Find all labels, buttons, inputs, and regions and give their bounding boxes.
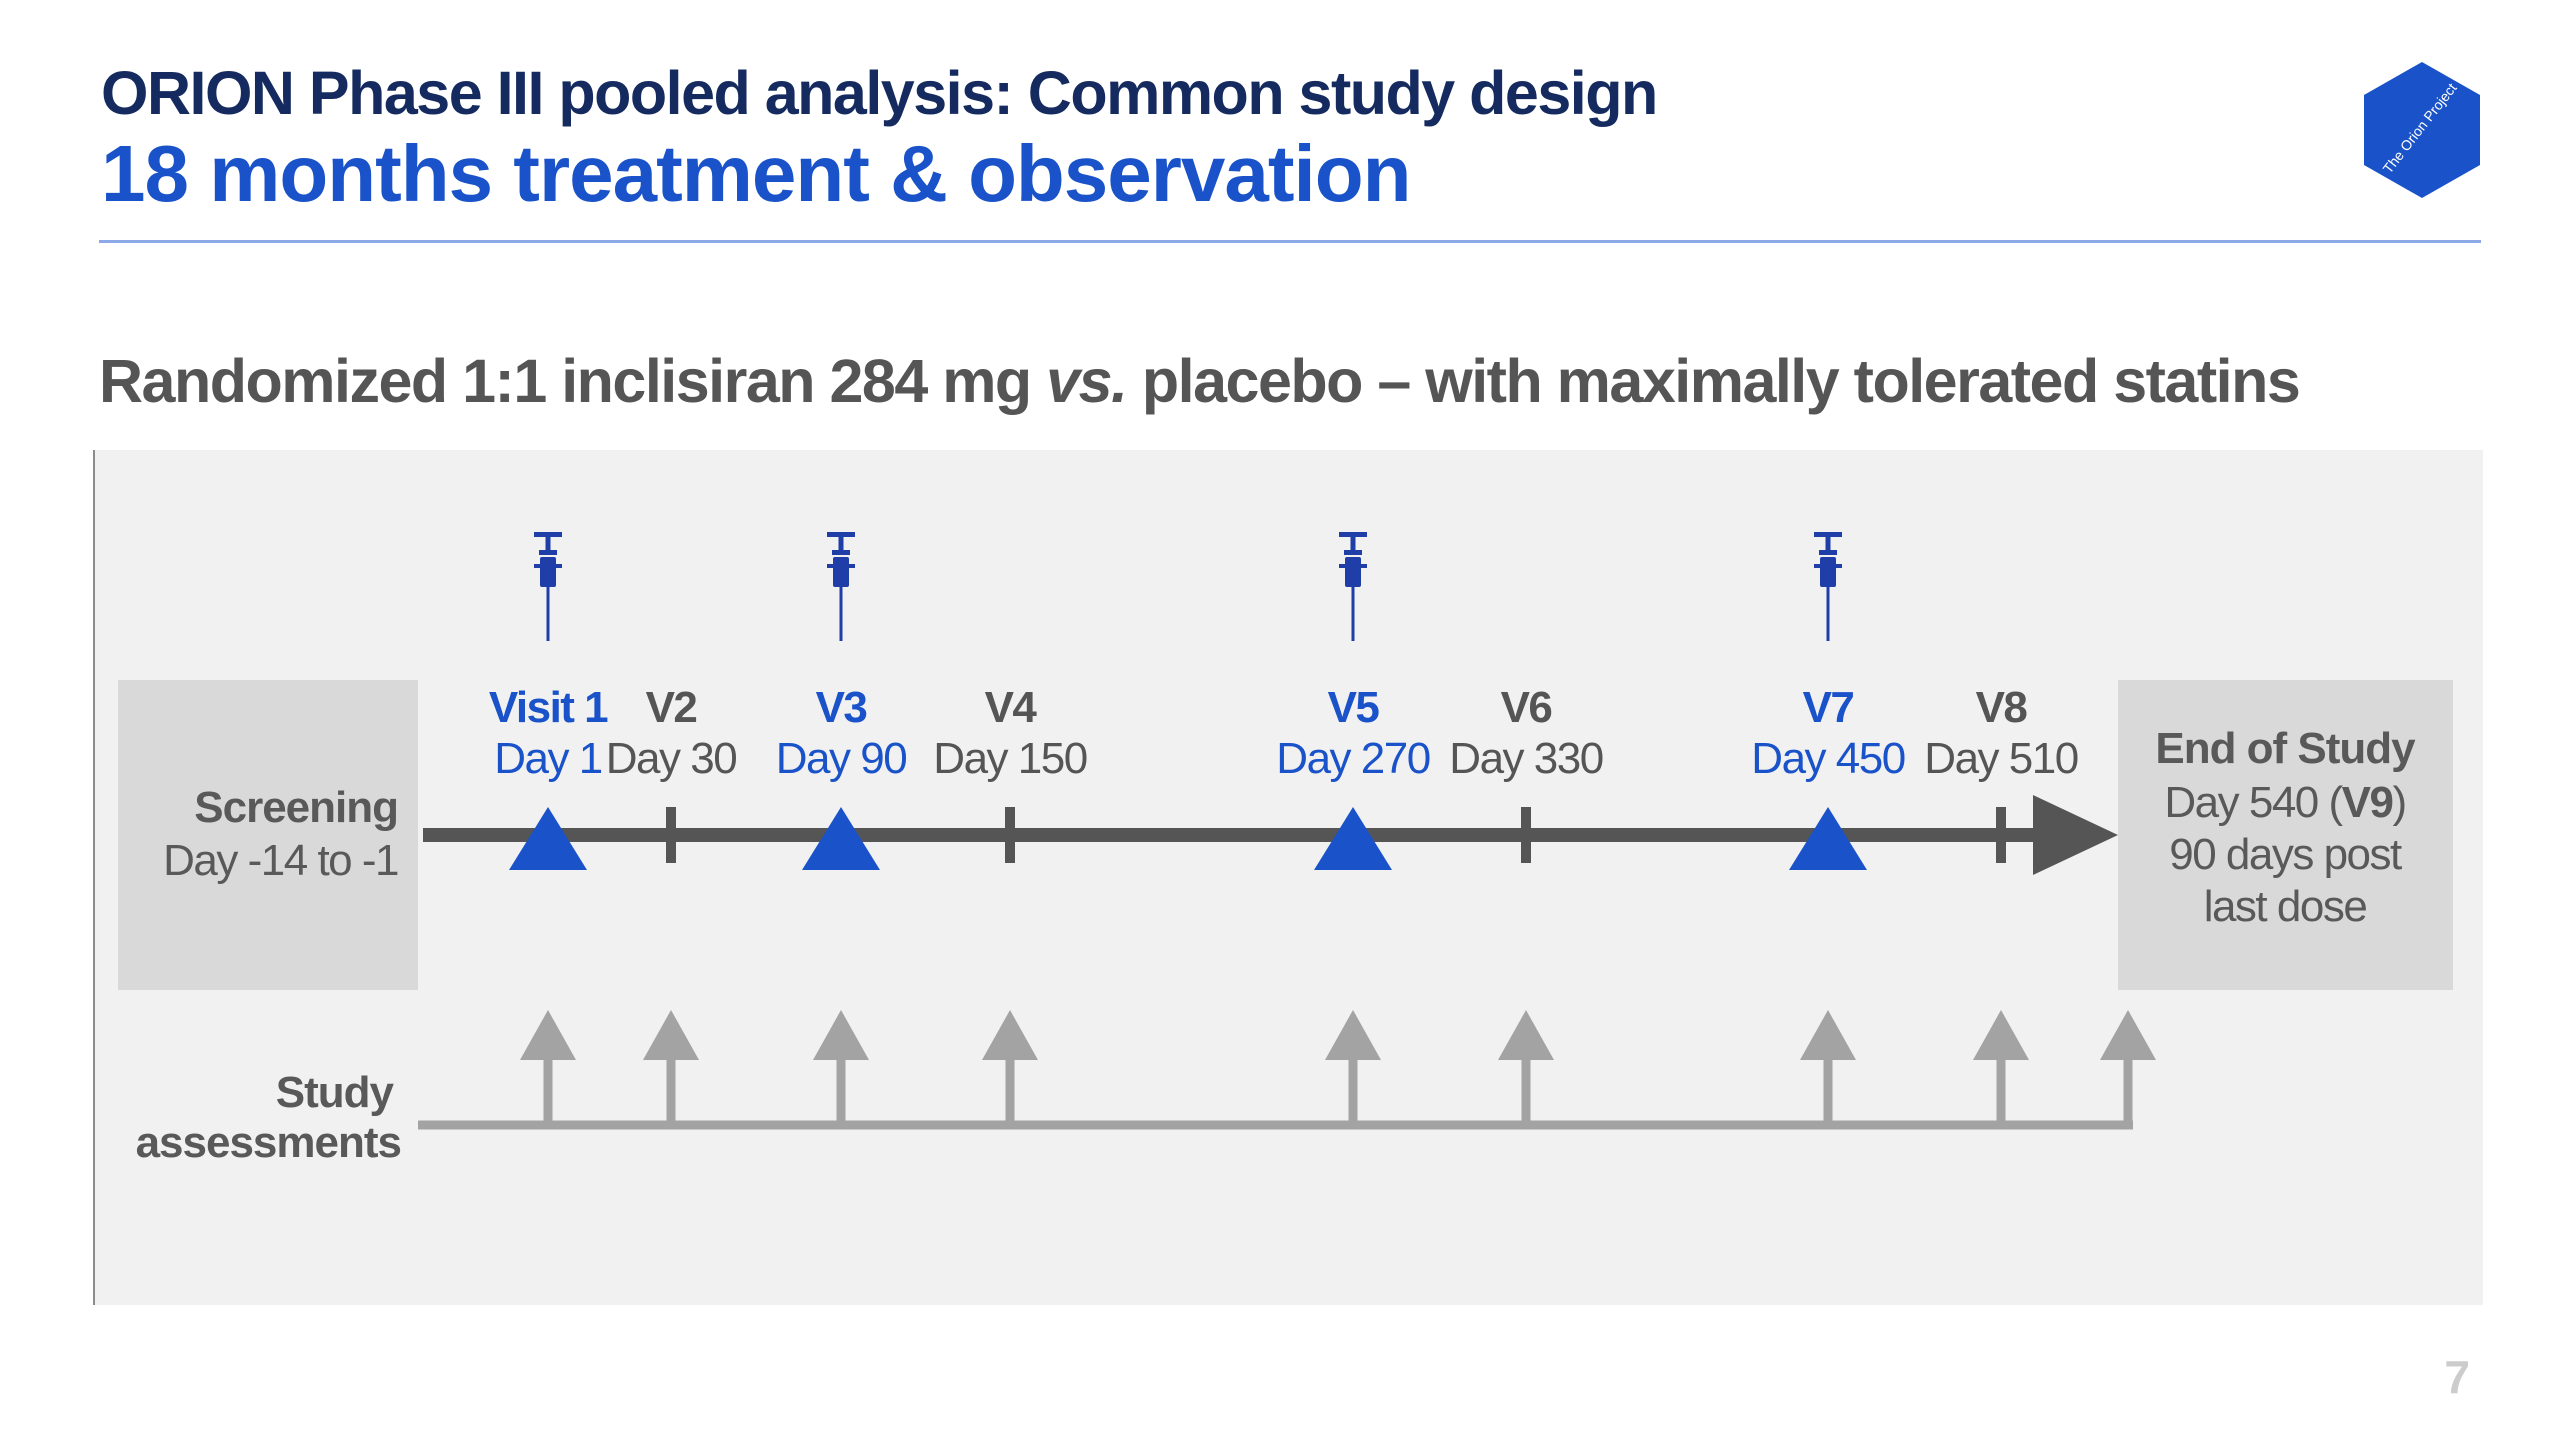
assessment-arrow-icon <box>1325 1010 1381 1128</box>
dose-triangle-icon <box>509 807 587 870</box>
assessment-arrows-layer <box>520 1010 2156 1128</box>
timeline-arrowhead <box>2033 795 2118 875</box>
assessments-label-line1: Study <box>276 1068 395 1117</box>
visit-tick <box>1521 807 1531 863</box>
assessment-arrow-icon <box>982 1010 1038 1128</box>
visit-name: V2 <box>646 683 697 732</box>
assessment-arrow-icon <box>813 1010 869 1128</box>
visit-name: V6 <box>1501 683 1552 732</box>
design-heading-pre: Randomized 1:1 inclisiran 284 mg <box>99 347 1047 415</box>
assessment-arrow-icon <box>1800 1010 1856 1128</box>
screening-box <box>118 680 418 990</box>
end-of-study-day-suffix: ) <box>2392 778 2405 827</box>
assessment-arrow-icon <box>1973 1010 2029 1128</box>
end-of-study-title: End of Study <box>2155 724 2416 773</box>
assessment-arrow-icon <box>520 1010 576 1128</box>
visit-name: V7 <box>1803 683 1854 732</box>
visit-day: Day 510 <box>1924 734 2077 783</box>
assessment-arrow-icon <box>1498 1010 1554 1128</box>
slide-subtitle: 18 months treatment & observation <box>101 129 1411 218</box>
assessment-arrow-icon <box>643 1010 699 1128</box>
visit-day: Day 90 <box>776 734 906 783</box>
design-heading: Randomized 1:1 inclisiran 284 mg vs. pla… <box>99 346 2301 416</box>
visit-day: Day 270 <box>1276 734 1429 783</box>
end-of-study-line2: 90 days post <box>2169 830 2402 879</box>
assessments-label-line2: assessments <box>136 1118 401 1167</box>
visit-day: Day 330 <box>1449 734 1602 783</box>
design-heading-post: placebo – with maximally tolerated stati… <box>1126 347 2301 415</box>
assessment-arrow-icon <box>2100 1010 2156 1128</box>
end-of-study-line3: last dose <box>2204 882 2367 931</box>
dose-triangle-icon <box>1314 807 1392 870</box>
visit-tick <box>1996 807 2006 863</box>
orion-project-logo: The Orion Project <box>2364 62 2480 198</box>
visit-day: Day 150 <box>933 734 1086 783</box>
design-heading-vs: vs. <box>1046 347 1128 415</box>
title-divider <box>99 240 2481 243</box>
study-design-diagram: Screening Day -14 to -1 End of Study Day… <box>93 450 2483 1305</box>
visit-name: V3 <box>816 683 867 732</box>
slide-title: ORION Phase III pooled analysis: Common … <box>101 59 1658 127</box>
diagram-panel <box>93 450 2483 1305</box>
page-number: 7 <box>2444 1351 2470 1403</box>
visit-name: Visit 1 <box>489 683 608 732</box>
end-of-study-day: Day 540 (V9) <box>2164 778 2405 827</box>
visit-day: Day 30 <box>606 734 736 783</box>
visit-name: V5 <box>1328 683 1380 732</box>
visit-name: V8 <box>1976 683 2028 732</box>
visit-tick <box>666 807 676 863</box>
screening-label: Screening <box>194 783 398 832</box>
end-of-study-box <box>2118 680 2453 990</box>
end-of-study-visit: V9 <box>2342 778 2393 827</box>
dose-triangle-icon <box>1789 807 1867 870</box>
visit-name: V4 <box>985 683 1038 732</box>
dose-triangle-icon <box>802 807 880 870</box>
visit-day: Day 1 <box>494 734 601 783</box>
visit-day: Day 450 <box>1751 734 1904 783</box>
screening-days: Day -14 to -1 <box>163 836 398 885</box>
visit-tick <box>1005 807 1015 863</box>
end-of-study-day-prefix: Day 540 ( <box>2164 778 2343 827</box>
